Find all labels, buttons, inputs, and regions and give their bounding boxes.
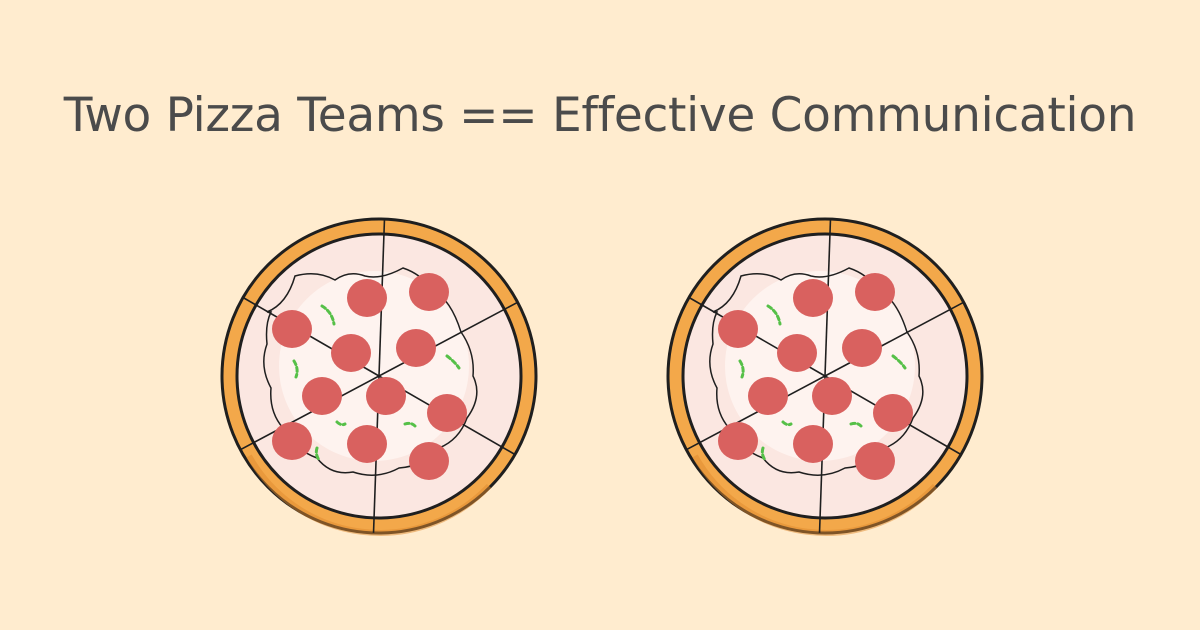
pepperoni xyxy=(366,377,406,415)
pepperoni xyxy=(842,329,882,367)
pizza-right-illustration xyxy=(665,216,985,536)
herb xyxy=(760,446,767,462)
crust-shade xyxy=(692,454,938,536)
pizza-icon xyxy=(220,217,538,536)
pepperoni xyxy=(777,334,817,372)
herb xyxy=(403,421,417,428)
pepperoni xyxy=(427,394,467,432)
herb xyxy=(766,304,782,326)
cheese-outline xyxy=(709,267,924,476)
pepperoni xyxy=(812,377,852,415)
pizza-left-illustration xyxy=(219,216,539,536)
pepperoni xyxy=(272,310,312,348)
herb xyxy=(314,446,321,462)
slice-cut xyxy=(686,375,826,451)
pepperoni xyxy=(793,425,833,463)
pepperoni xyxy=(748,377,788,415)
herb xyxy=(445,354,461,370)
pepperoni xyxy=(855,442,895,480)
herb xyxy=(891,354,907,370)
herb xyxy=(738,359,745,379)
pepperoni xyxy=(347,279,387,317)
pepperoni xyxy=(409,442,449,480)
cheese-outline xyxy=(263,267,478,476)
pepperoni xyxy=(718,310,758,348)
slice-cut xyxy=(378,301,518,377)
page-title: Two Pizza Teams == Effective Communicati… xyxy=(63,88,1137,143)
slice-cut xyxy=(824,301,964,377)
herb xyxy=(781,420,793,427)
pepperoni xyxy=(409,273,449,311)
pepperoni xyxy=(793,279,833,317)
pepperoni xyxy=(347,425,387,463)
pepperoni xyxy=(873,394,913,432)
pepperoni xyxy=(718,422,758,460)
pizza-icon xyxy=(666,217,984,536)
pepperoni xyxy=(855,273,895,311)
pepperoni xyxy=(331,334,371,372)
herb xyxy=(292,359,299,379)
pepperoni xyxy=(396,329,436,367)
crust-shade xyxy=(246,454,492,536)
herb xyxy=(849,421,863,428)
slice-cut xyxy=(240,375,380,451)
herb xyxy=(335,420,347,427)
herb xyxy=(320,304,336,326)
pepperoni xyxy=(302,377,342,415)
pepperoni xyxy=(272,422,312,460)
